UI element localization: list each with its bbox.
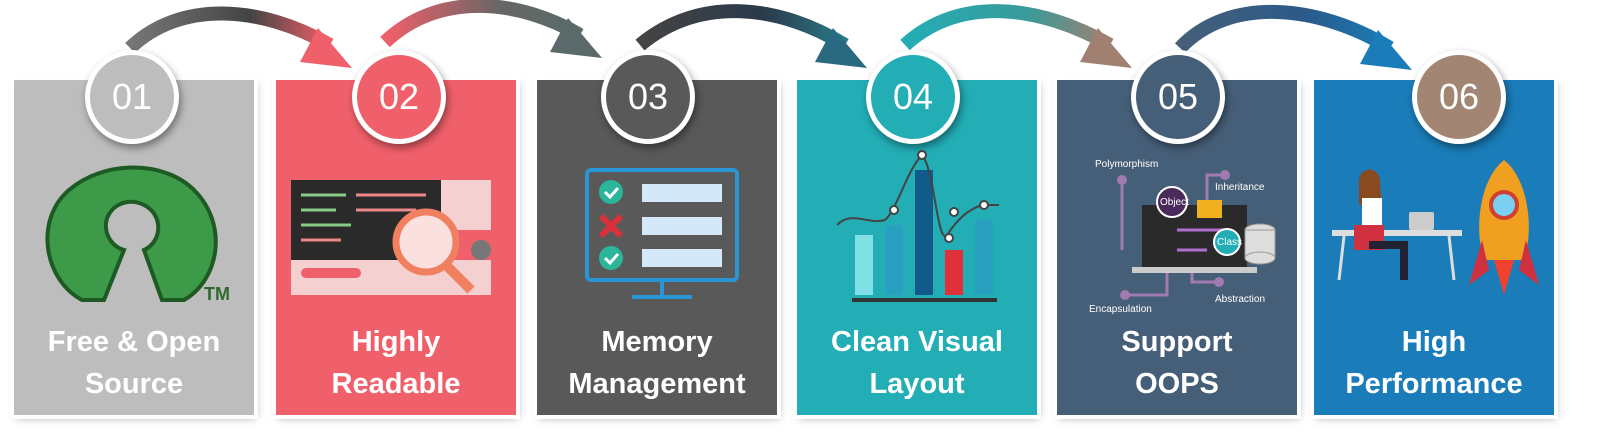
checklist-monitor-icon [585, 168, 739, 299]
class-label: Class [1217, 237, 1242, 248]
step-title-line1: Support [1121, 326, 1233, 358]
object-label: Object [1160, 197, 1189, 208]
inheritance-label: Inheritance [1215, 182, 1265, 193]
step-title-line1: Free & Open [47, 326, 221, 358]
step-number-badge: 01 [85, 50, 179, 144]
arrow-3-to-4 [635, 4, 867, 68]
oop-laptop-icon: Polymorphism Inheritance Encapsulation A… [1089, 159, 1276, 315]
step-title-line2: Management [568, 368, 746, 400]
encapsulation-label: Encapsulation [1089, 304, 1152, 315]
step-title-line1: Highly [351, 326, 441, 358]
step-number-badge: 05 [1131, 50, 1225, 144]
step-title-line2: OOPS [1135, 368, 1219, 400]
connector-arrows [125, 0, 1412, 70]
open-source-logo-icon: TM [45, 165, 230, 304]
step-title-line1: Memory [601, 326, 713, 358]
abstraction-label: Abstraction [1215, 294, 1265, 305]
step-number-badge: 04 [866, 50, 960, 144]
trademark-mark: TM [204, 284, 230, 304]
bar-chart-icon [836, 150, 999, 302]
arrow-4-to-5 [900, 4, 1132, 68]
step-number-badge: 06 [1412, 50, 1506, 144]
step-title-line2: Performance [1345, 368, 1523, 400]
polymorphism-label: Polymorphism [1095, 159, 1158, 170]
step-title-line2: Readable [331, 368, 461, 400]
rocket-icon [1332, 160, 1539, 295]
arrow-1-to-2 [125, 6, 352, 68]
code-magnifier-icon [291, 180, 491, 295]
step-title-line1: High [1401, 326, 1467, 358]
step-number-badge: 02 [352, 50, 446, 144]
arrow-5-to-6 [1174, 5, 1412, 70]
step-title-line2: Layout [869, 368, 965, 400]
step-title-line2: Source [84, 368, 184, 400]
step-number-badge: 03 [601, 50, 695, 144]
arrow-2-to-3 [380, 0, 602, 58]
step-title-line1: Clean Visual [831, 326, 1003, 358]
